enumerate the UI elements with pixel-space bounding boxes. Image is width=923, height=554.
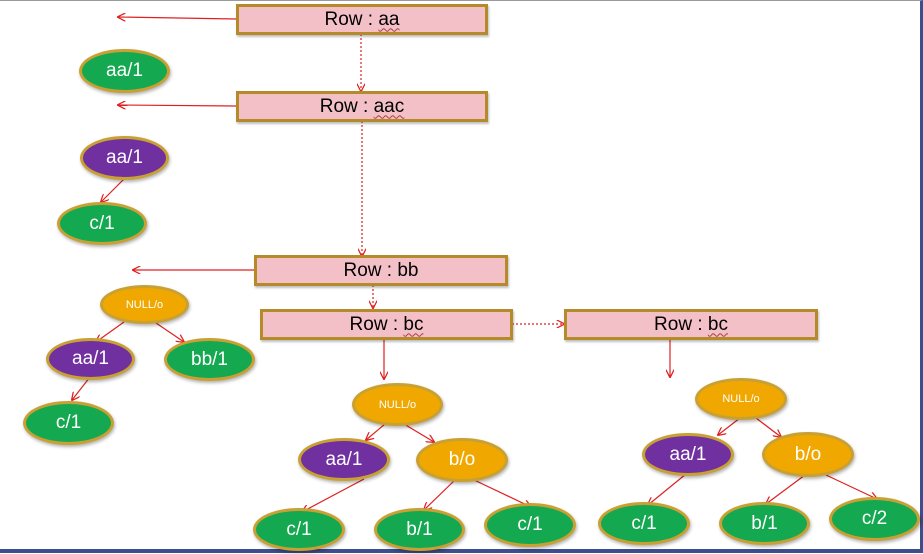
edge-t4-aa-c: [302, 478, 365, 512]
edge-t3-root-bb: [155, 322, 184, 342]
row-name: bb: [397, 259, 419, 281]
row-box-aa: Row : aa: [236, 4, 488, 35]
row-prefix: Row :: [319, 95, 374, 117]
row-box-bc-2: Row : bc: [564, 309, 818, 340]
edge-t3-aa-c: [72, 376, 91, 400]
pointer-arrow-aa: [118, 17, 237, 19]
edge-t4-root-aa: [366, 423, 386, 440]
row-name: bc: [707, 313, 728, 335]
node-t3-c: c/1: [23, 401, 114, 445]
node-t4-b1: b/1: [374, 508, 465, 551]
node-t1-aa: aa/1: [79, 49, 170, 93]
row-prefix: Row :: [654, 313, 708, 335]
row-name: bc: [403, 313, 424, 335]
node-t2-c: c/1: [57, 202, 147, 245]
node-t5-root: NULL/o: [695, 378, 787, 420]
node-t5-b1: b/1: [719, 502, 810, 545]
edge-t5-b-b1: [766, 474, 806, 504]
node-t5-aa: aa/1: [642, 433, 734, 476]
node-t5-c2: c/2: [829, 497, 920, 541]
edge-t4-root-b: [403, 423, 434, 442]
edge-t5-b-c2: [825, 474, 877, 499]
edge-t5-root-aa: [718, 417, 741, 435]
node-t3-root: NULL/o: [100, 285, 189, 324]
node-t4-b: b/o: [416, 438, 508, 482]
node-t3-aa: aa/1: [46, 338, 135, 380]
edge-t5-aa-c: [648, 473, 687, 505]
row-prefix: Row :: [349, 313, 404, 335]
node-t4-c1: c/1: [253, 508, 345, 551]
edge-t4-b-b1: [424, 478, 457, 510]
row-prefix: Row :: [343, 259, 398, 281]
row-prefix: Row :: [324, 8, 379, 30]
node-t2-aa: aa/1: [80, 136, 169, 180]
edge-t5-root-b: [755, 417, 781, 437]
node-t5-b: b/o: [762, 432, 854, 477]
node-t4-aa: aa/1: [298, 438, 390, 481]
node-t4-root: NULL/o: [352, 383, 443, 426]
row-name: aac: [373, 95, 405, 117]
node-t3-bb: bb/1: [164, 338, 255, 381]
edge-t2-aa-c: [101, 178, 125, 202]
node-t4-c2: c/1: [484, 503, 576, 547]
row-box-aac: Row : aac: [236, 91, 488, 122]
pointer-arrow-aac: [118, 105, 237, 106]
row-box-bb: Row : bb: [254, 255, 508, 286]
row-box-bc: Row : bc: [260, 309, 513, 340]
node-t5-c1: c/1: [598, 502, 690, 545]
row-name: aa: [378, 8, 400, 30]
